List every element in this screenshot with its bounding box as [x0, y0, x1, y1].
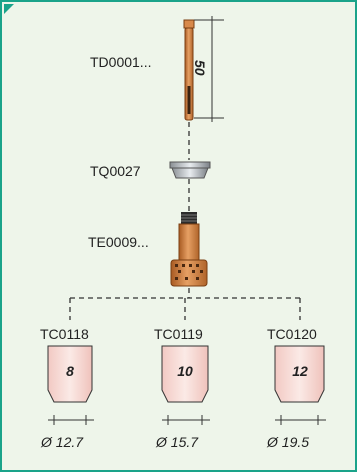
diameter-dimensions: [48, 415, 326, 425]
length-dimension: [194, 16, 224, 122]
gas-lens-part: [170, 212, 208, 287]
cup-tc0120: [274, 345, 325, 403]
cup-diameter-label-2: Ø 15.7: [156, 434, 199, 450]
cup-size-label-2: 10: [177, 363, 193, 379]
cup-diameter-label-3: Ø 19.5: [267, 434, 310, 450]
electrode-code-label: TD0001...: [90, 54, 152, 70]
collet-body-code-label: TQ0027: [90, 163, 141, 179]
cup-code-label-3: TC0120: [267, 326, 317, 342]
cup-diameter-label-1: Ø 12.7: [41, 434, 84, 450]
cup-tc0118: [47, 345, 93, 403]
cup-size-label-3: 12: [292, 363, 308, 379]
cup-code-label-1: TC0118: [40, 326, 89, 342]
electrode-part: [183, 19, 195, 121]
gas-lens-code-label: TE0009...: [88, 234, 149, 250]
branch-connector: [69, 288, 301, 320]
length-value-label: 50: [192, 60, 208, 76]
cup-tc0119: [161, 345, 209, 403]
cup-size-label-1: 8: [66, 363, 74, 379]
corner-marker: [4, 4, 14, 14]
collet-body-part: [169, 161, 211, 179]
cup-code-label-2: TC0119: [154, 326, 203, 342]
